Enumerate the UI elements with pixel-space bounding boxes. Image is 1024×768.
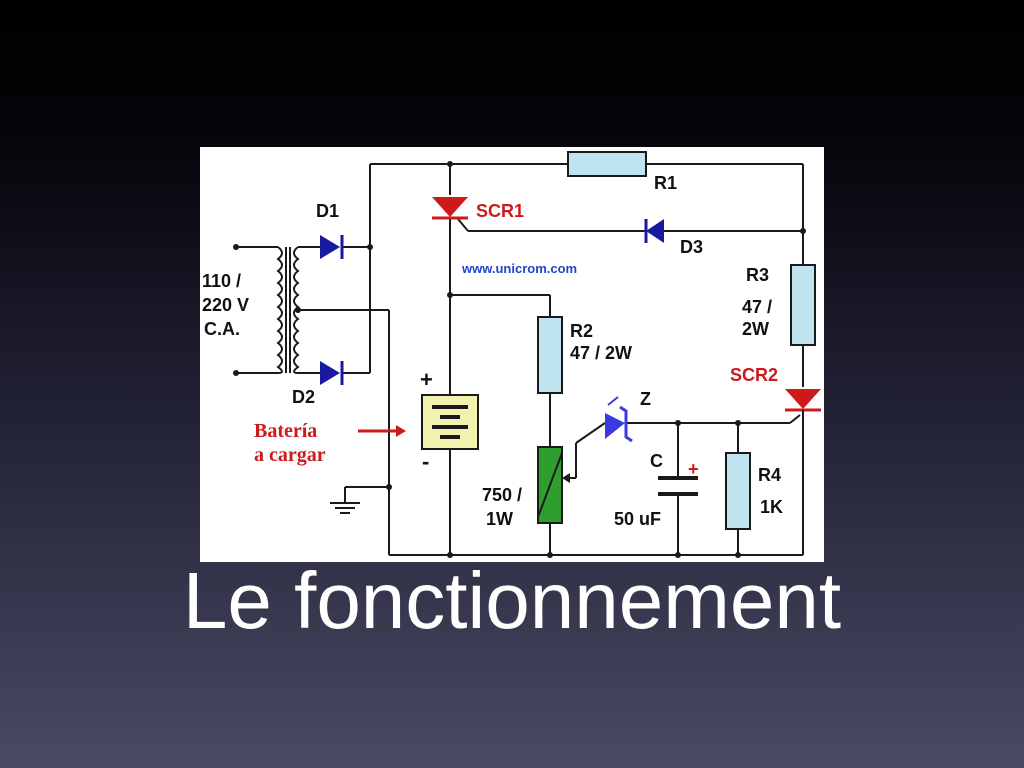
label-r2-name: R2 — [570, 321, 593, 341]
label-cap-name: C — [650, 451, 663, 471]
label-battery-1: Batería — [254, 420, 317, 442]
label-ac-2: 220 V — [202, 295, 249, 315]
label-cap-value: 50 uF — [614, 509, 661, 529]
label-zener: Z — [640, 389, 651, 409]
label-r4-value: 1K — [760, 497, 783, 517]
capacitor-icon — [658, 476, 698, 496]
label-battery-minus: - — [422, 449, 429, 474]
resistor-r4 — [725, 452, 751, 530]
label-r4-name: R4 — [758, 465, 781, 485]
scr2-icon — [785, 389, 821, 419]
label-r2-value: 47 / 2W — [570, 343, 632, 363]
label-battery-plus: + — [420, 367, 433, 392]
label-d3: D3 — [680, 237, 703, 257]
arrow-right-icon — [358, 425, 406, 437]
label-pot-value-2: 1W — [486, 509, 513, 529]
battery-icon — [421, 394, 479, 450]
transformer-icon — [276, 246, 300, 374]
zener-icon — [605, 396, 633, 443]
potentiometer-icon — [537, 446, 570, 524]
label-r3-value-2: 2W — [742, 319, 769, 339]
label-r1: R1 — [654, 173, 677, 193]
label-battery-2: a cargar — [254, 444, 326, 466]
labels: D1 D2 D3 SCR1 SCR2 R1 R3 47 / 2W R2 47 /… — [202, 173, 783, 529]
label-d1: D1 — [316, 201, 339, 221]
label-r3-name: R3 — [746, 265, 769, 285]
label-scr1: SCR1 — [476, 201, 524, 221]
watermark: www.unicrom.com — [461, 261, 577, 276]
circuit-schematic: D1 D2 D3 SCR1 SCR2 R1 R3 47 / 2W R2 47 /… — [200, 147, 824, 562]
label-ac-1: 110 / — [202, 271, 241, 291]
label-cap-plus: + — [688, 459, 699, 479]
label-pot-value-1: 750 / — [482, 485, 522, 505]
label-scr2: SCR2 — [730, 365, 778, 385]
resistor-r3 — [790, 264, 816, 346]
label-ac-3: C.A. — [204, 319, 240, 339]
diode-d1-icon — [320, 235, 344, 259]
slide-title: Le fonctionnement — [182, 556, 842, 645]
label-r3-value-1: 47 / — [742, 297, 772, 317]
resistor-r1 — [567, 151, 647, 177]
diode-d2-icon — [320, 361, 344, 385]
resistor-r2 — [537, 316, 563, 394]
diode-d3-icon — [644, 219, 664, 243]
label-d2: D2 — [292, 387, 315, 407]
scr1-icon — [432, 197, 468, 220]
